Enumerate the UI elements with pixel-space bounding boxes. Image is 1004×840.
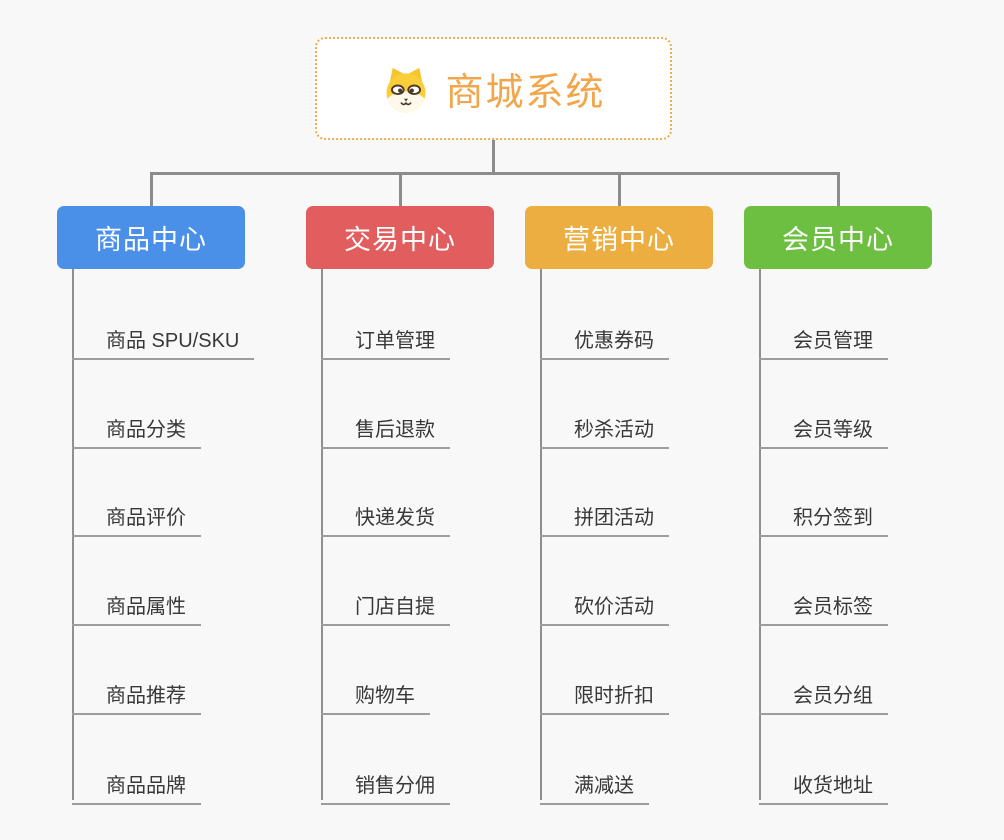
leaf-node[interactable]: 商品品牌 [72, 754, 201, 805]
connector-drop-marketing [618, 172, 621, 207]
branch-node-trade[interactable]: 交易中心 [306, 206, 494, 269]
leaf-node[interactable]: 秒杀活动 [540, 398, 669, 449]
leaf-node[interactable]: 积分签到 [759, 486, 888, 537]
leaf-column-products: 商品 SPU/SKU 商品分类 商品评价 商品属性 商品推荐 商品品牌 [72, 269, 302, 805]
leaf-node[interactable]: 会员标签 [759, 575, 888, 626]
leaf-node[interactable]: 满减送 [540, 754, 649, 805]
leaf-node[interactable]: 限时折扣 [540, 664, 669, 715]
leaf-node[interactable]: 拼团活动 [540, 486, 669, 537]
leaf-column-members: 会员管理 会员等级 积分签到 会员标签 会员分组 收货地址 [759, 269, 989, 805]
leaf-node[interactable]: 砍价活动 [540, 575, 669, 626]
leaf-node[interactable]: 会员管理 [759, 309, 888, 360]
root-node[interactable]: 商城系统 [315, 37, 672, 140]
connector-root-stub [492, 140, 495, 173]
leaf-column-marketing: 优惠券码 秒杀活动 拼团活动 砍价活动 限时折扣 满减送 [540, 269, 770, 805]
leaf-node[interactable]: 门店自提 [321, 575, 450, 626]
branch-node-members[interactable]: 会员中心 [744, 206, 932, 269]
leaf-node[interactable]: 会员分组 [759, 664, 888, 715]
root-title: 商城系统 [445, 72, 606, 114]
leaf-node[interactable]: 会员等级 [759, 398, 888, 449]
branch-node-marketing[interactable]: 营销中心 [525, 206, 713, 269]
connector-drop-trade [399, 172, 402, 207]
shiba-dog-icon [381, 64, 431, 114]
leaf-node[interactable]: 售后退款 [321, 398, 450, 449]
connector-drop-products [150, 172, 153, 207]
leaf-node[interactable]: 优惠券码 [540, 309, 669, 360]
leaf-node[interactable]: 商品属性 [72, 575, 201, 626]
leaf-node[interactable]: 商品分类 [72, 398, 201, 449]
connector-horizontal [150, 172, 839, 175]
leaf-node[interactable]: 商品 SPU/SKU [72, 309, 255, 360]
connector-drop-members [837, 172, 840, 207]
leaf-node[interactable]: 订单管理 [321, 309, 450, 360]
leaf-column-trade: 订单管理 售后退款 快递发货 门店自提 购物车 销售分佣 [321, 269, 551, 805]
leaf-node[interactable]: 商品评价 [72, 486, 201, 537]
leaf-node[interactable]: 商品推荐 [72, 664, 201, 715]
leaf-node[interactable]: 收货地址 [759, 754, 888, 805]
leaf-node[interactable]: 销售分佣 [321, 754, 450, 805]
branch-node-products[interactable]: 商品中心 [57, 206, 245, 269]
leaf-node[interactable]: 购物车 [321, 664, 430, 715]
leaf-node[interactable]: 快递发货 [321, 486, 450, 537]
